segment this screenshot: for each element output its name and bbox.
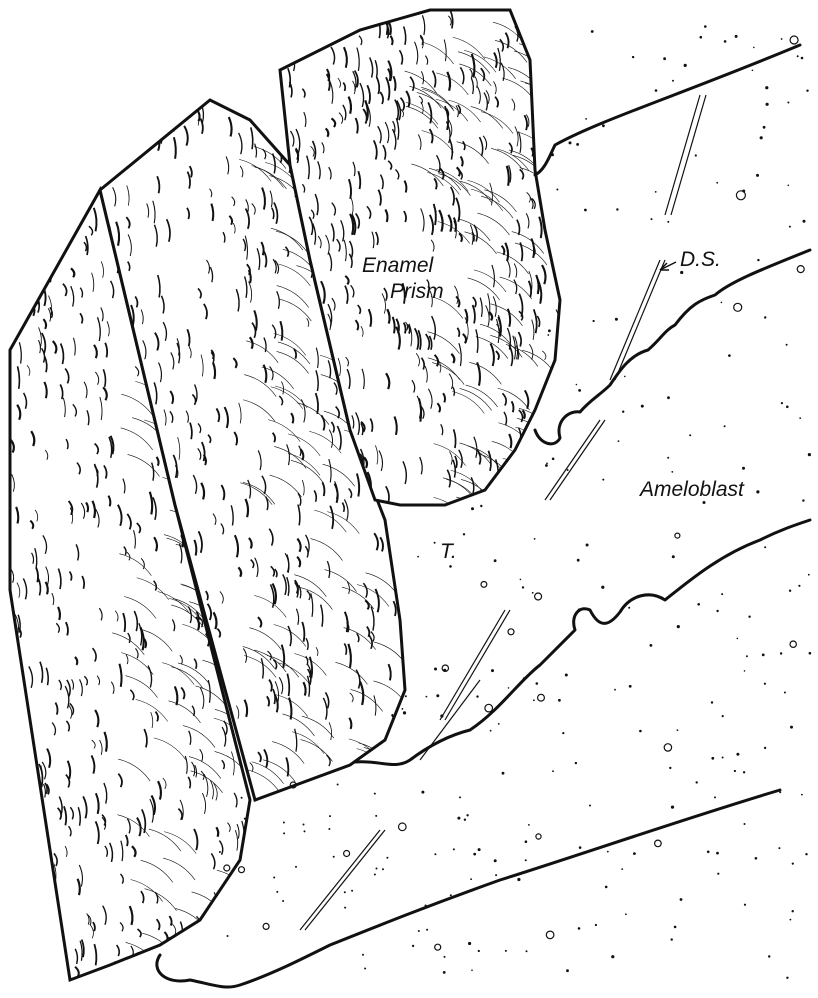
label-ameloblast: Ameloblast: [638, 478, 745, 501]
label-prism: Prism: [390, 280, 444, 303]
label-t: T.: [440, 540, 457, 563]
label-ds: D.S.: [680, 248, 721, 271]
lower-cell-boundary: [157, 790, 780, 987]
middle-cell-boundary-2: [355, 520, 810, 765]
label-enamel: Enamel: [362, 254, 435, 277]
enamel-prisms: [10, 10, 563, 994]
upper-cell-boundary: [535, 45, 800, 175]
middle-cell-boundary-1: [535, 250, 810, 444]
